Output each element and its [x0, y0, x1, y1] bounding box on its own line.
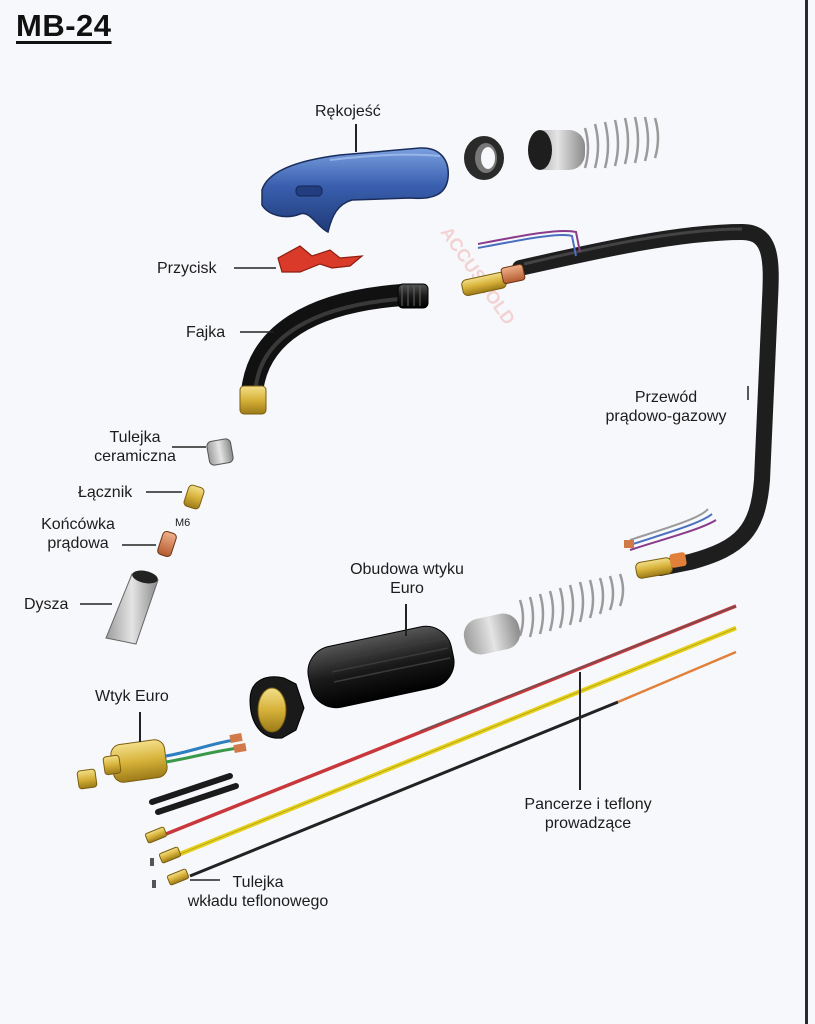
liners-part [144, 604, 737, 888]
label-button: Przycisk [157, 260, 217, 277]
label-connector: Łącznik [78, 484, 133, 501]
label-liners-line1: Pancerze i teflony [524, 796, 652, 813]
label-ceramic-sleeve-line2: ceramiczna [94, 448, 176, 465]
handle-ring-part [464, 136, 504, 180]
label-cable-line1: Przewód [634, 389, 698, 406]
label-euro-housing: Obudowa wtyku Euro [330, 560, 484, 598]
label-cable-line2: prądowo-gazowy [605, 408, 727, 425]
label-contact-tip: Końcówka prądowa [28, 515, 128, 553]
housing-spring-part [463, 573, 625, 655]
euro-plug-part [76, 733, 247, 790]
label-teflon-sleeve-line2: wkładu teflonowego [187, 893, 329, 910]
page-edge-line [805, 0, 808, 1024]
handle-part [261, 147, 449, 234]
label-connector-thread: M6 [175, 517, 191, 529]
diagram-title: MB-24 [16, 8, 112, 43]
label-teflon-sleeve: Tulejka wkładu teflonowego [160, 873, 356, 911]
shrink-tubes-part [149, 773, 239, 815]
label-cable: Przewód prądowo-gazowy [584, 388, 748, 426]
label-liners-line2: prowadzące [544, 815, 632, 832]
label-teflon-sleeve-line1: Tulejka [232, 874, 284, 891]
contact-tip-part [157, 530, 177, 558]
label-ceramic-sleeve: Tulejka ceramiczna [80, 428, 190, 466]
label-euro-plug: Wtyk Euro [95, 688, 169, 705]
cable-part [461, 223, 779, 579]
connector-part [183, 484, 205, 510]
label-euro-housing-line1: Obudowa wtyku [350, 561, 464, 578]
label-nozzle: Dysza [24, 596, 69, 613]
label-contact-tip-line2: prądowa [47, 535, 109, 552]
label-euro-housing-line2: Euro [390, 580, 424, 597]
spring-end-part [528, 116, 660, 170]
label-contact-tip-line1: Końcówka [41, 516, 115, 533]
label-liners: Pancerze i teflony prowadzące [500, 795, 676, 833]
euro-housing-part [307, 625, 455, 709]
neck-part [239, 283, 429, 415]
ceramic-sleeve-part [206, 438, 234, 466]
trigger-button-part [277, 245, 364, 273]
label-ceramic-sleeve-line1: Tulejka [109, 429, 161, 446]
label-handle: Rękojeść [315, 103, 381, 120]
label-neck: Fajka [186, 324, 226, 341]
euro-nut-part [249, 676, 305, 739]
nozzle-part [105, 570, 159, 645]
